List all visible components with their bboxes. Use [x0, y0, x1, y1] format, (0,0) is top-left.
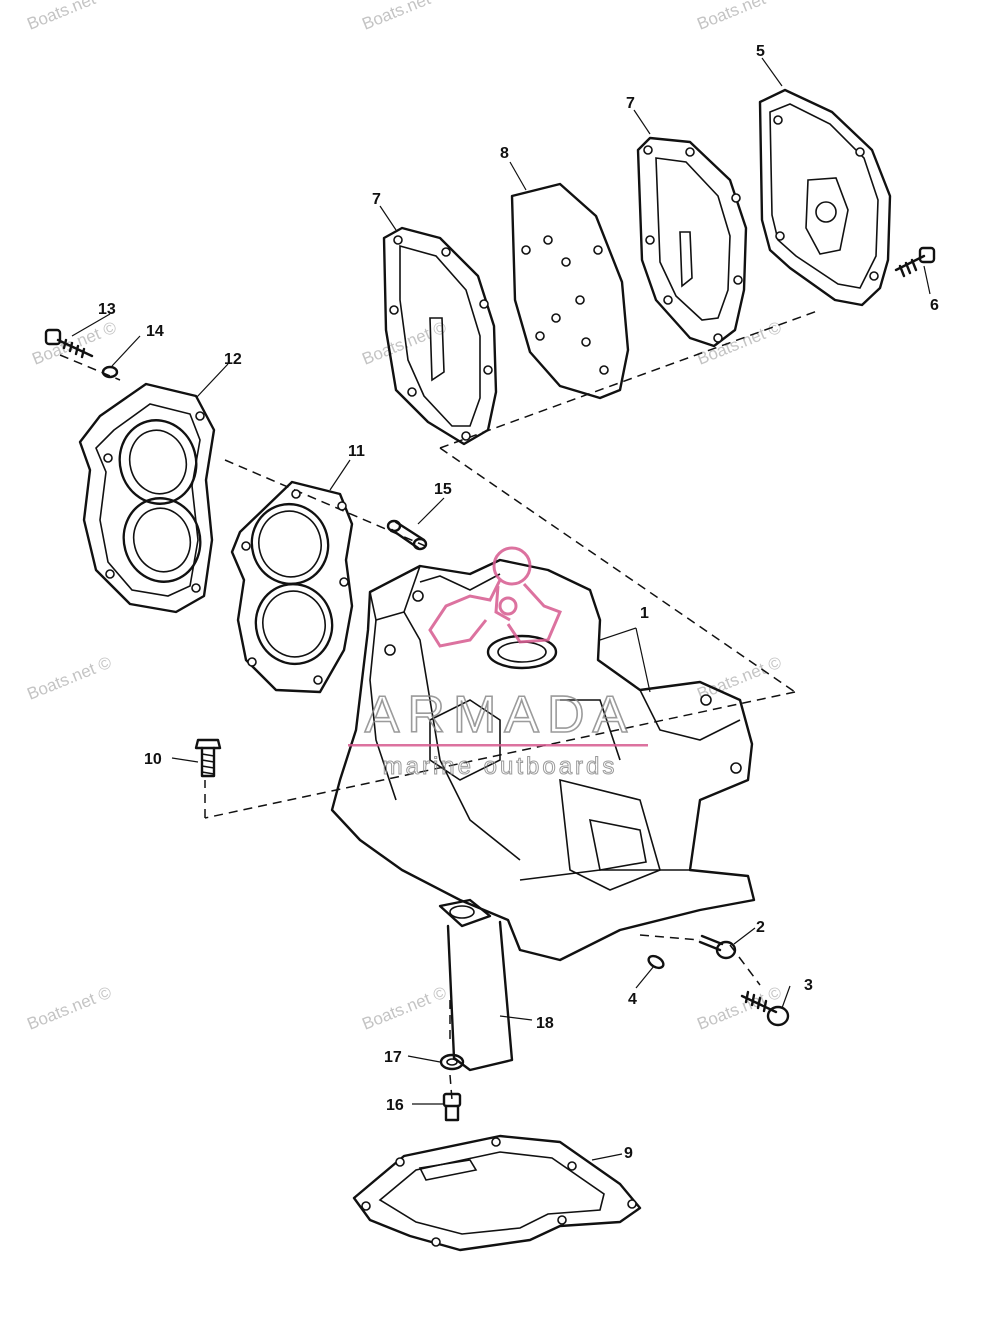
- watermarks: Boats.net © Boats.net © Boats.net © Boat…: [24, 0, 784, 1034]
- callouts: 1 2 3 4 5 6 7 8 7 9 10 11 12 13 14 15 16…: [98, 43, 939, 1162]
- callout-14: 14: [146, 323, 164, 340]
- callout-16: 16: [386, 1097, 404, 1114]
- part-16-screw: [442, 1092, 462, 1122]
- callout-1: 1: [640, 605, 649, 622]
- part-11-head-gasket: [230, 480, 354, 694]
- callout-17: 17: [384, 1049, 402, 1066]
- watermark: Boats.net ©: [24, 983, 114, 1034]
- watermark: Boats.net ©: [359, 318, 449, 369]
- part-5-cover-plate: [758, 88, 892, 307]
- callout-6: 6: [930, 297, 939, 314]
- armada-logo: ARMADA marine outboards: [348, 546, 648, 781]
- callout-2: 2: [756, 919, 765, 936]
- watermark: Boats.net ©: [359, 983, 449, 1034]
- callout-3: 3: [804, 977, 813, 994]
- callout-15: 15: [434, 481, 452, 498]
- callout-13: 13: [98, 301, 116, 318]
- logo-underline: [348, 744, 648, 747]
- part-18-pipe: [438, 898, 514, 1072]
- part-7-gasket-left: [382, 226, 498, 446]
- logo-brand: ARMADA: [365, 686, 635, 744]
- part-2-bolt: [698, 934, 737, 960]
- callout-8: 8: [500, 145, 509, 162]
- part-12-cylinder-head: [78, 382, 216, 614]
- callout-5: 5: [756, 43, 765, 60]
- part-13-bolt: [44, 328, 94, 359]
- callout-7-left: 7: [372, 191, 381, 208]
- callout-7-right: 7: [626, 95, 635, 112]
- callout-12: 12: [224, 351, 242, 368]
- watermark: Boats.net ©: [24, 653, 114, 704]
- callout-4: 4: [628, 991, 637, 1008]
- part-17-washer: [439, 1053, 465, 1071]
- part-14-washer: [101, 365, 119, 379]
- callout-9: 9: [624, 1145, 633, 1162]
- logo-emblem: [428, 546, 562, 648]
- watermark: Boats.net ©: [24, 0, 114, 34]
- part-10-bolt: [194, 738, 222, 778]
- leader-lines: [71, 57, 931, 1161]
- part-8-reed-plate: [510, 182, 630, 400]
- part-15-dowel: [386, 519, 428, 551]
- part-7-gasket-right: [636, 136, 748, 348]
- part-4-pin: [647, 954, 665, 970]
- logo-tagline: marine outboards: [383, 753, 618, 780]
- callout-10: 10: [144, 751, 162, 768]
- part-1-cylinder-block: [330, 558, 756, 962]
- callout-11: 11: [348, 443, 365, 460]
- callout-18: 18: [536, 1015, 554, 1032]
- part-6-screw: [894, 246, 936, 278]
- part-3-bolt: [740, 990, 790, 1027]
- part-9-gasket: [352, 1134, 642, 1252]
- watermark: Boats.net ©: [694, 0, 784, 34]
- watermark: Boats.net ©: [359, 0, 449, 34]
